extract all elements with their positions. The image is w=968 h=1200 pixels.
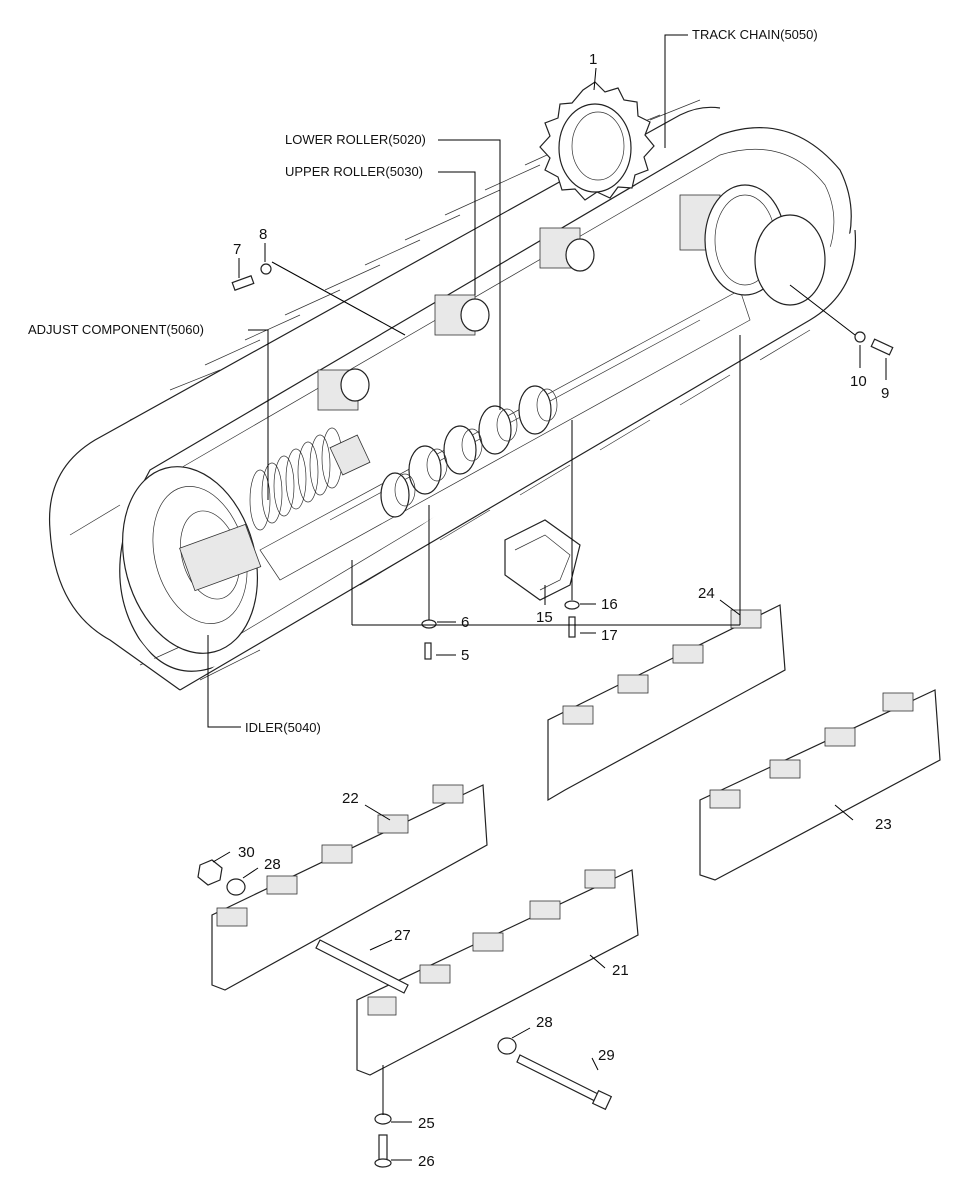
part-number-7: 7 bbox=[233, 241, 241, 258]
bracket-23 bbox=[699, 689, 941, 881]
leader-lines bbox=[207, 34, 887, 1161]
part-number-24: 24 bbox=[698, 585, 715, 602]
bracket-22 bbox=[211, 784, 488, 991]
track-frame-assembly bbox=[48, 99, 857, 691]
final-drive bbox=[679, 184, 826, 306]
sprocket bbox=[539, 81, 655, 201]
part-number-25: 25 bbox=[418, 1115, 435, 1132]
label-lower-roller: LOWER ROLLER(5020) bbox=[285, 132, 426, 147]
part-number-5: 5 bbox=[461, 647, 469, 664]
label-upper-roller: UPPER ROLLER(5030) bbox=[285, 164, 423, 179]
part-number-29: 29 bbox=[598, 1047, 615, 1064]
part-number-10: 10 bbox=[850, 373, 867, 390]
part-numbers: 1 7 8 10 9 6 5 15 16 17 24 23 22 30 28 2… bbox=[233, 51, 892, 1170]
part-number-28-lower: 28 bbox=[536, 1014, 553, 1031]
bracket-hardware bbox=[197, 859, 613, 1168]
part-number-16: 16 bbox=[601, 596, 618, 613]
part-number-22: 22 bbox=[342, 790, 359, 807]
idler-wheel bbox=[121, 466, 262, 654]
adjust-component-spring bbox=[249, 427, 371, 531]
part-number-6: 6 bbox=[461, 614, 469, 631]
part-number-23: 23 bbox=[875, 816, 892, 833]
track-frame-inner bbox=[259, 289, 751, 581]
bracket-21 bbox=[356, 869, 639, 1076]
lower-rollers bbox=[380, 385, 558, 518]
part-number-28-upper: 28 bbox=[264, 856, 281, 873]
part-number-15: 15 bbox=[536, 609, 553, 626]
track-guard-15 bbox=[504, 519, 581, 601]
label-adjust-component: ADJUST COMPONENT(5060) bbox=[28, 322, 204, 337]
part-number-26: 26 bbox=[418, 1153, 435, 1170]
upper-rollers bbox=[317, 227, 595, 411]
part-number-30: 30 bbox=[238, 844, 255, 861]
label-track-chain: TRACK CHAIN(5050) bbox=[692, 27, 818, 42]
part-number-9: 9 bbox=[881, 385, 889, 402]
part-number-1: 1 bbox=[589, 51, 597, 68]
part-number-17: 17 bbox=[601, 627, 618, 644]
bracket-24 bbox=[547, 604, 786, 802]
part-number-8: 8 bbox=[259, 226, 267, 243]
assembly-labels: TRACK CHAIN(5050) LOWER ROLLER(5020) UPP… bbox=[28, 27, 818, 735]
track-outer-edge bbox=[48, 106, 721, 531]
part-number-27: 27 bbox=[394, 927, 411, 944]
label-idler: IDLER(5040) bbox=[245, 720, 321, 735]
hardware-small bbox=[231, 263, 894, 660]
part-number-21: 21 bbox=[612, 962, 629, 979]
